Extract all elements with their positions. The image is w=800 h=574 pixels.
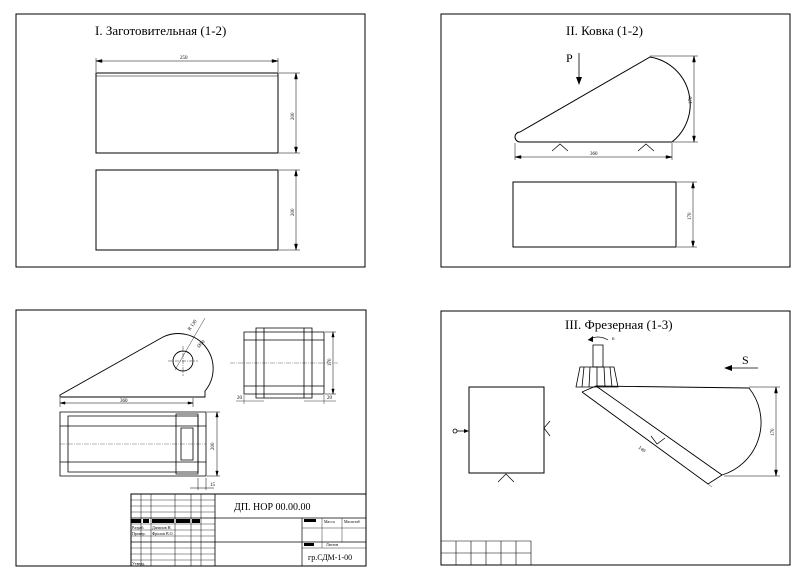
workpiece-outline bbox=[582, 386, 761, 484]
stamp-row-dev: Разраб. bbox=[132, 525, 144, 530]
sheet-frame bbox=[441, 14, 790, 267]
workpiece-side-view bbox=[469, 387, 544, 473]
stamp-row-check: Провер. bbox=[132, 531, 146, 536]
stamp-designation: ДП. НОР 00.00.00 bbox=[234, 502, 311, 513]
dimension-diag-label: 140 bbox=[637, 446, 646, 455]
force-arrow-head bbox=[576, 77, 582, 85]
dimension-width bbox=[96, 58, 278, 72]
dimension-height-top bbox=[279, 73, 300, 153]
clamp-arrow-head bbox=[464, 429, 469, 433]
dimension-radius-a: R 130 bbox=[188, 319, 199, 332]
stamp-fill bbox=[176, 519, 190, 523]
stamp-row-check-name: Фролов В.О. bbox=[152, 531, 174, 536]
sheet-milling: III. Фрезерная (1-3) n S 140 bbox=[441, 311, 790, 565]
dimension-height-bottom-label: 200 bbox=[291, 208, 296, 216]
sheet-assembly: R 130 Ø50 360 170 bbox=[16, 310, 366, 566]
milling-cutter bbox=[576, 345, 618, 387]
feed-arrow-head bbox=[724, 365, 732, 371]
forged-part-side bbox=[513, 182, 676, 247]
stamp-fill bbox=[152, 519, 174, 523]
blank-block-front bbox=[96, 73, 278, 153]
stamp-fill bbox=[131, 519, 141, 523]
dimension-left-label: 20 bbox=[237, 396, 243, 401]
feed-label: S bbox=[742, 353, 749, 367]
stamp-col-mass: Масса bbox=[324, 519, 335, 524]
sheet-frame bbox=[16, 14, 365, 267]
spindle-label: n bbox=[612, 337, 615, 342]
stamp-row-dev-name: Данилов Н. bbox=[152, 525, 172, 530]
sheet-frame bbox=[441, 311, 790, 565]
sheet-title: III. Фрезерная (1-3) bbox=[565, 317, 673, 332]
dimension-height bbox=[724, 387, 780, 476]
stamp-fill bbox=[304, 543, 314, 546]
dimension-side-label: 170 bbox=[688, 212, 693, 220]
force-label: P bbox=[566, 51, 573, 65]
part-plan-view bbox=[60, 412, 206, 476]
forged-part-outline bbox=[515, 57, 690, 142]
dimension-height bbox=[650, 56, 698, 142]
radius-leader bbox=[175, 318, 205, 370]
dimension-length-label: 360 bbox=[590, 152, 598, 157]
clamp-pin bbox=[453, 429, 457, 433]
dimension-plan-label: 200 bbox=[211, 442, 216, 450]
title-block bbox=[131, 494, 366, 566]
sheet-forging: II. Ковка (1-2) P 360 170 bbox=[441, 14, 790, 267]
stamp-row-approve: Утверд. bbox=[132, 561, 145, 566]
sheet-title: I. Заготовительная (1-2) bbox=[95, 23, 226, 38]
dimension-height-label: 170 bbox=[689, 96, 694, 104]
part-main-view bbox=[60, 334, 213, 397]
dimension-length bbox=[60, 398, 193, 407]
stamp-fill bbox=[192, 519, 200, 523]
blank-block-side bbox=[96, 170, 278, 250]
dimension-height-top-label: 200 bbox=[291, 112, 296, 120]
support-mark-bottom bbox=[498, 474, 514, 482]
clamp-mark-right bbox=[544, 421, 550, 436]
sheet-blanking: I. Заготовительная (1-2) 250 200 bbox=[16, 14, 365, 267]
dimension-bottom-side bbox=[236, 395, 336, 404]
support-mark-left bbox=[552, 144, 568, 151]
stamp-sheets-label: Листов bbox=[326, 542, 338, 547]
corner-table bbox=[441, 541, 531, 565]
dimension-width-label: 250 bbox=[180, 56, 188, 61]
rotation-arrow-head bbox=[588, 336, 593, 342]
workpiece-inner-line bbox=[586, 395, 712, 487]
dimension-side bbox=[677, 182, 697, 247]
sheet-title: II. Ковка (1-2) bbox=[566, 23, 643, 38]
dimension-height-label: 170 bbox=[771, 428, 776, 436]
dimension-length-label: 360 bbox=[120, 399, 128, 404]
dimension-height-bottom bbox=[279, 170, 300, 250]
dimension-length bbox=[515, 143, 672, 160]
stamp-fill bbox=[304, 519, 316, 522]
dimension-right-label: 20 bbox=[327, 396, 333, 401]
stamp-col-scale: Масштаб bbox=[344, 519, 360, 524]
support-mark-right bbox=[638, 144, 654, 151]
dimension-plan bbox=[190, 412, 220, 490]
support-mark bbox=[651, 436, 665, 444]
dimension-gap-label: 15 bbox=[210, 483, 216, 488]
dimension-height-side bbox=[325, 332, 336, 394]
dimension-height-side-label: 170 bbox=[328, 358, 333, 366]
part-side-view bbox=[230, 328, 338, 398]
dimension-radius-b: Ø50 bbox=[197, 339, 207, 349]
stamp-fill bbox=[143, 519, 149, 523]
stamp-group: гр.СДМ-1-00 bbox=[308, 553, 352, 562]
